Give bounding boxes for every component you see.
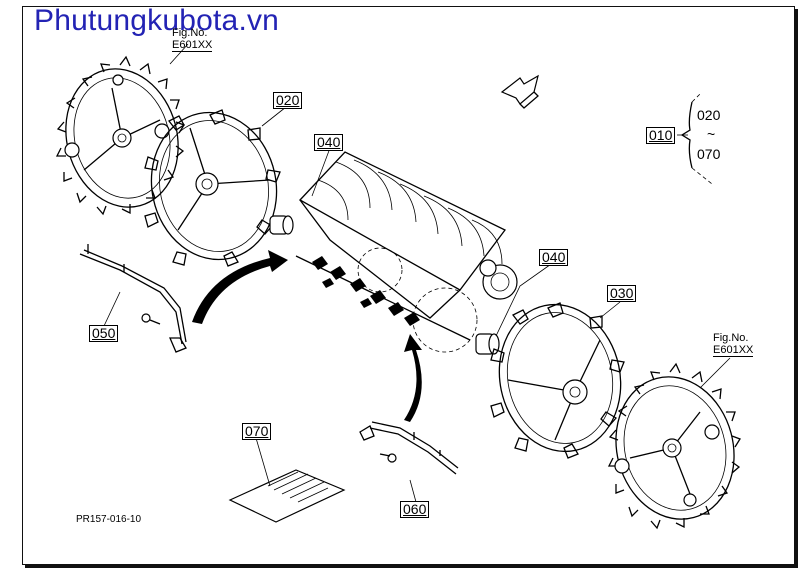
assembly-arrows — [192, 250, 422, 422]
drawing-code: PR157-016-10 — [76, 514, 142, 525]
fig-ref-bottom[interactable]: Fig.No. E601XX — [713, 332, 754, 357]
drawing-frame — [22, 6, 795, 565]
fig-ref-top[interactable]: Fig.No. E601XX — [172, 27, 213, 52]
fig-ref-code: E601XX — [713, 344, 754, 357]
part-label-010[interactable]: 010 — [646, 127, 676, 144]
sprocket-wheel-right — [607, 362, 741, 530]
wheel-frame-030 — [490, 302, 625, 459]
leader-lines — [103, 43, 731, 503]
part-label-040-right[interactable]: 040 — [539, 249, 569, 266]
range-tilde: ~ — [707, 126, 716, 142]
tie-rod-060 — [359, 421, 459, 475]
roller-040-right — [475, 333, 500, 355]
tie-rod-050 — [79, 244, 187, 353]
part-label-020[interactable]: 020 — [273, 92, 303, 109]
part-label-070[interactable]: 070 — [242, 423, 272, 440]
range-brace — [680, 93, 713, 185]
direction-arrow-icon — [500, 74, 539, 109]
range-to: 070 — [697, 146, 721, 162]
sprocket-wheel-left — [55, 55, 185, 216]
rotor-drum — [295, 151, 518, 353]
document-sheet-070 — [228, 469, 346, 523]
part-label-030[interactable]: 030 — [607, 285, 637, 302]
part-label-040-top[interactable]: 040 — [314, 134, 344, 151]
fig-ref-code: E601XX — [172, 39, 213, 52]
range-from: 020 — [697, 107, 721, 123]
part-label-060[interactable]: 060 — [400, 501, 430, 518]
fig-ref-label: Fig.No. — [713, 332, 749, 344]
roller-040-left — [269, 215, 294, 235]
wheel-frame-020 — [144, 109, 281, 267]
watermark: Phutungkubota.vn — [34, 4, 280, 37]
fig-ref-label: Fig.No. — [172, 27, 208, 39]
part-label-050[interactable]: 050 — [89, 325, 119, 342]
